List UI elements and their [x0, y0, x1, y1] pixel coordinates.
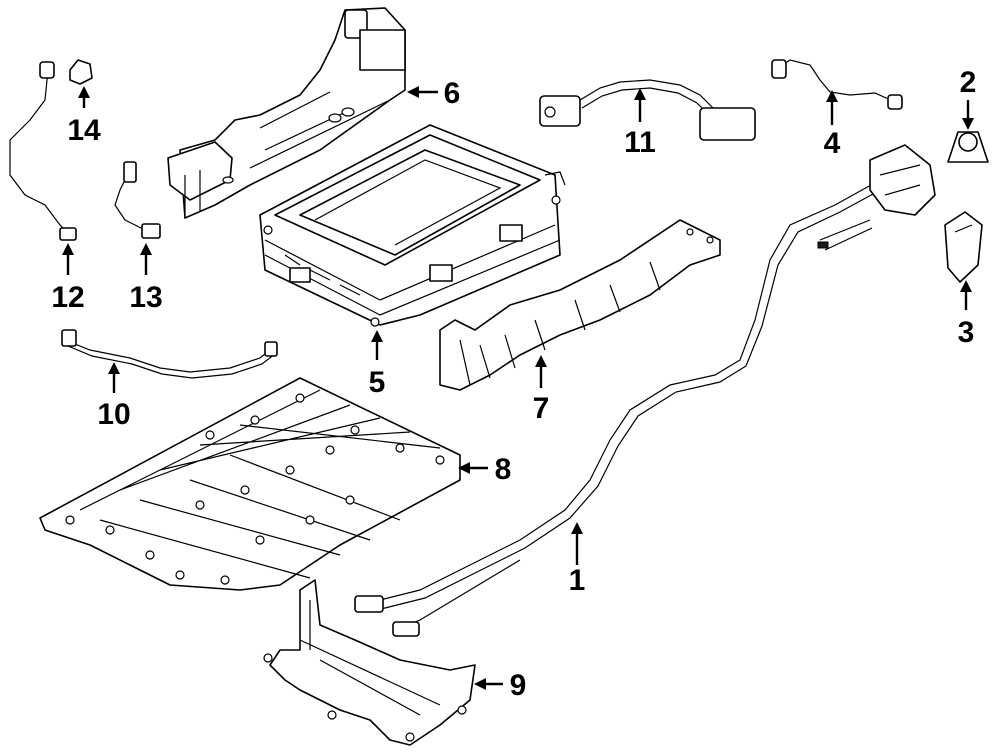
callout-10-label: 10: [97, 398, 130, 431]
part-9-crossmember[interactable]: [263, 579, 476, 746]
callout-9: 9: [474, 669, 526, 702]
part-1-harness[interactable]: [354, 144, 936, 637]
callout-6: 6: [407, 77, 460, 110]
callout-6-label: 6: [444, 77, 461, 110]
part-12-cable[interactable]: [9, 61, 77, 241]
callout-11: 11: [624, 88, 656, 159]
callout-13: 13: [129, 243, 163, 314]
callout-5-label: 5: [369, 366, 386, 399]
callout-1: 1: [569, 522, 586, 597]
callout-11-label: 11: [624, 126, 656, 159]
callout-12: 12: [51, 243, 85, 314]
part-11-cable[interactable]: [539, 79, 756, 141]
callout-3-label: 3: [958, 316, 975, 349]
callout-14: 14: [67, 86, 101, 147]
callout-4-label: 4: [824, 127, 841, 160]
part-8-tray[interactable]: [39, 377, 461, 591]
part-7-bracket[interactable]: [439, 219, 721, 391]
callout-1-label: 1: [569, 564, 586, 597]
callout-9-label: 9: [510, 669, 527, 702]
part-14-fastener[interactable]: [69, 59, 93, 85]
part-6-bracket[interactable]: [167, 7, 406, 219]
callout-5: 5: [369, 330, 386, 399]
part-4-wire[interactable]: [771, 59, 903, 110]
part-5-battery-pack[interactable]: [259, 124, 566, 327]
callout-8-label: 8: [495, 453, 512, 486]
callout-13-label: 13: [129, 281, 162, 314]
part-13-cable[interactable]: [114, 161, 161, 239]
callout-2: 2: [960, 66, 977, 130]
callout-2-label: 2: [960, 66, 977, 99]
callout-14-label: 14: [67, 114, 101, 147]
callout-4: 4: [824, 90, 841, 160]
callout-12-label: 12: [51, 281, 84, 314]
part-2-connector[interactable]: [947, 131, 989, 163]
callout-7-label: 7: [533, 392, 550, 425]
tray-holes: [65, 393, 445, 585]
part-3-cap[interactable]: [944, 211, 983, 283]
callout-8: 8: [458, 453, 511, 486]
callout-10: 10: [97, 362, 131, 431]
part-10-wire[interactable]: [61, 329, 278, 379]
callout-7: 7: [533, 355, 550, 425]
callout-3: 3: [958, 280, 975, 349]
